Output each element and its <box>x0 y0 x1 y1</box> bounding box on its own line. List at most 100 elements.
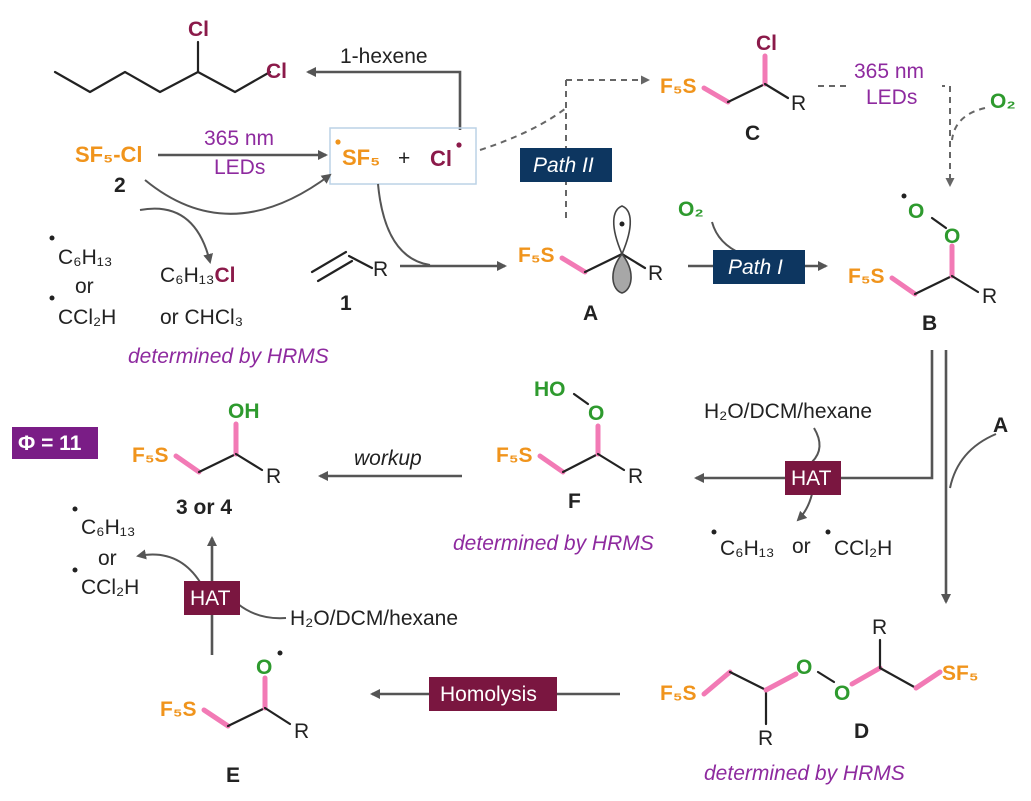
cl-atom: Cl <box>756 32 777 55</box>
radical-A-structure: F₅S R <box>518 205 663 294</box>
sf5-group: SF₅ <box>942 662 978 685</box>
f5s-group: F₅S <box>660 682 696 705</box>
hydroperoxide-F-structure: F₅S R O HO <box>496 378 643 488</box>
radical-dot <box>72 506 78 512</box>
light-label: 365 nm <box>204 127 274 150</box>
hat-tag-1 <box>785 461 841 495</box>
r-group: R <box>628 465 643 488</box>
or-text-3: or <box>98 547 117 570</box>
peroxyl-radical-B-structure: F₅S R O O <box>848 193 997 308</box>
compound-number-2: 2 <box>114 174 126 197</box>
r-group: R <box>791 92 806 115</box>
oxygen-atom: O <box>796 656 812 679</box>
f5s-group: F₅S <box>496 444 532 467</box>
compound-number-1: 1 <box>340 292 352 315</box>
radical-dot <box>825 529 831 535</box>
alkene-structure: R <box>310 250 388 283</box>
cl-radical: Cl <box>430 146 452 171</box>
plus-sign: + <box>398 147 410 170</box>
sf5cl-reagent: SF₅-Cl <box>75 142 143 167</box>
oxygen-atom: O <box>256 656 272 679</box>
r-group: R <box>373 258 388 281</box>
compound-label-E: E <box>226 764 240 787</box>
compound-label-A-2: A <box>993 414 1008 437</box>
workup-label: workup <box>354 447 422 470</box>
hexyl-radical-2: C₆H₁₃ <box>720 537 774 560</box>
chloroform: or CHCl₃ <box>160 306 243 329</box>
curved-arrow-addition <box>377 183 431 266</box>
hat-label-1: HAT <box>791 467 832 490</box>
radical-dot <box>619 221 625 227</box>
oxygen-atom: O <box>588 402 604 425</box>
b-to-f-arrow <box>694 350 934 483</box>
p-orbital-lower <box>612 253 632 294</box>
homolysis-label: Homolysis <box>440 683 537 706</box>
radical-dot <box>901 193 907 199</box>
compound-label-A: A <box>583 302 598 325</box>
hat-curve-1 <box>796 493 813 522</box>
compound-label-F: F <box>568 490 581 513</box>
alcohol-product-structure: F₅S R OH <box>132 400 281 488</box>
compound-label-D: D <box>854 720 869 743</box>
quantum-yield-label: Φ = 11 <box>18 432 82 455</box>
radical-dot <box>277 650 283 656</box>
products-label: 3 or 4 <box>176 496 232 519</box>
compound-C-structure: F₅S Cl R <box>660 32 806 115</box>
r-group: R <box>266 465 281 488</box>
hexene-label: 1-hexene <box>340 45 428 68</box>
o2-label-1: O₂ <box>990 90 1016 113</box>
f5s-group: F₅S <box>160 698 196 721</box>
a-curve <box>949 433 997 489</box>
r-group: R <box>982 285 997 308</box>
peroxide-D-structure: F₅S R O O R SF₅ <box>660 616 978 750</box>
radical-pair-box <box>329 127 477 185</box>
compound-label-B: B <box>922 312 937 335</box>
path1-tag <box>713 250 805 284</box>
sf5-radical: SF₅ <box>342 145 380 170</box>
path2-tag <box>520 148 612 182</box>
solvent-label-1: H₂O/DCM/hexane <box>704 400 872 423</box>
oxygen-atom: O <box>908 200 924 223</box>
f5s-group: F₅S <box>848 265 884 288</box>
solvent-curve <box>811 427 821 463</box>
dichloromethyl-radical-3: CCl₂H <box>81 576 139 599</box>
r-group: R <box>758 727 773 750</box>
led-label: LEDs <box>214 156 265 179</box>
o2-curve <box>711 221 743 255</box>
hat-label-2: HAT <box>190 587 231 610</box>
radical-dot <box>72 567 78 573</box>
r-group: R <box>294 720 309 743</box>
radical-dot <box>335 139 341 145</box>
f5s-group: F₅S <box>660 75 696 98</box>
hrms-annotation-1: determined by HRMS <box>128 345 329 368</box>
dichloromethyl-radical-2: CCl₂H <box>834 537 892 560</box>
hrms-annotation-2: determined by HRMS <box>453 532 654 555</box>
oxygen-atom: O <box>944 225 960 248</box>
arrow-to-dichlorohexane <box>306 67 462 130</box>
cl-atom-1: Cl <box>188 18 209 41</box>
compound-label-C: C <box>745 122 760 145</box>
o2-label-2: O₂ <box>678 198 704 221</box>
radical-dot <box>456 142 462 148</box>
alkoxyl-radical-E-structure: F₅S R O <box>160 650 309 743</box>
cl-dashed-curve <box>479 107 567 151</box>
or-text: or <box>75 275 94 298</box>
hydroxy-group: OH <box>228 400 260 423</box>
led-label-2: LEDs <box>866 86 917 109</box>
quantum-yield-tag <box>12 427 98 459</box>
dichlorohexane-structure: Cl Cl <box>53 18 287 94</box>
dichloromethyl-radical: CCl₂H <box>58 306 116 329</box>
cl-atom-2: Cl <box>266 60 287 83</box>
solvent-curve-2 <box>237 603 287 620</box>
radical-dot <box>49 295 55 301</box>
r-group: R <box>872 616 887 639</box>
light-label-bg <box>846 60 942 112</box>
solvent-label-2: H₂O/DCM/hexane <box>290 607 458 630</box>
oxygen-atom: O <box>834 682 850 705</box>
hexyl-radical: C₆H₁₃ <box>58 246 112 269</box>
path2-label: Path II <box>533 154 594 177</box>
r-group: R <box>648 262 663 285</box>
path1-label: Path I <box>728 256 783 279</box>
o2-dashed-curve <box>951 107 986 141</box>
